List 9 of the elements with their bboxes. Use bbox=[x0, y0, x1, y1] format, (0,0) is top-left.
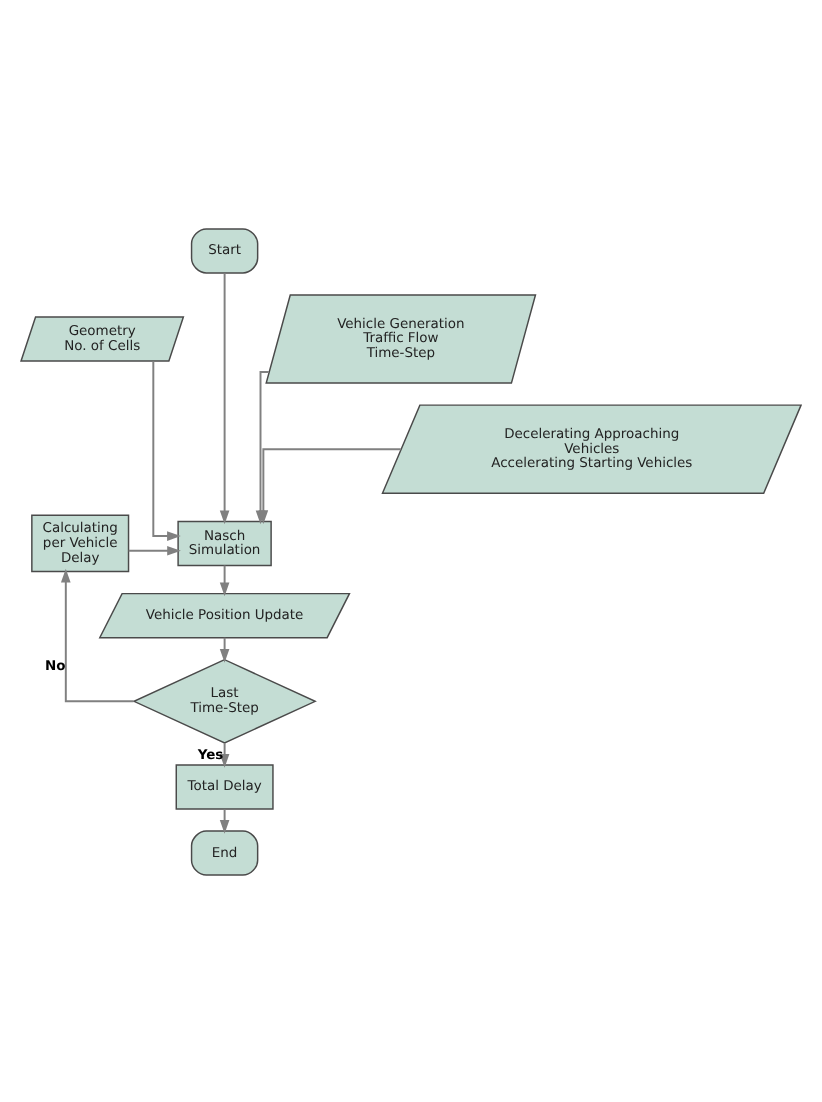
arrow bbox=[219, 741, 230, 767]
arrow bbox=[219, 635, 230, 662]
arrow bbox=[219, 563, 230, 596]
arrow bbox=[258, 447, 402, 524]
arrow bbox=[219, 271, 230, 524]
arrow bbox=[152, 359, 181, 540]
arrow bbox=[61, 567, 135, 702]
arrow bbox=[127, 544, 181, 555]
arrow bbox=[219, 807, 230, 833]
